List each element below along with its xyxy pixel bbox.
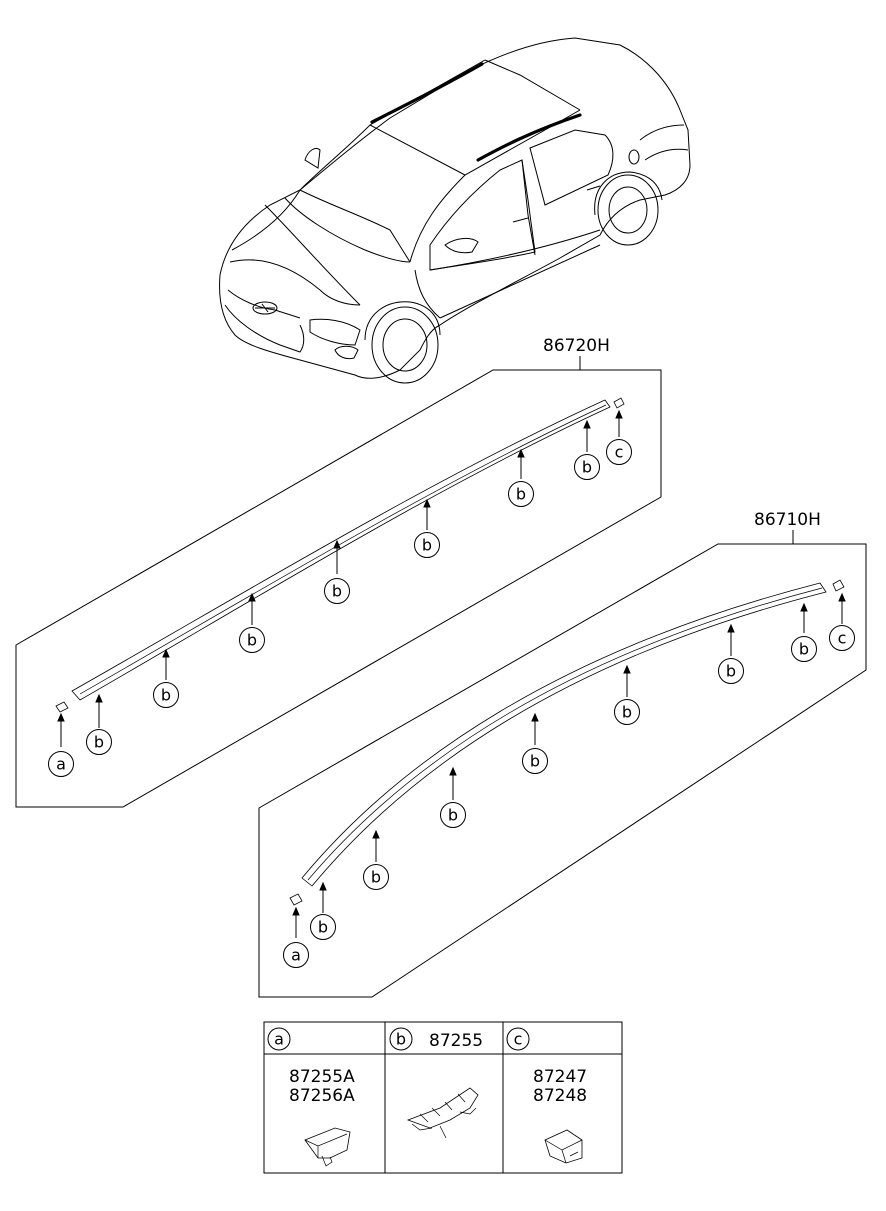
legend-cell-c: c 87247 87248 — [506, 1027, 587, 1164]
svg-text:b: b — [582, 458, 592, 477]
svg-text:b: b — [799, 640, 809, 659]
svg-text:c: c — [615, 443, 624, 462]
svg-text:b: b — [396, 1030, 406, 1049]
svg-text:b: b — [726, 662, 736, 681]
svg-text:c: c — [514, 1030, 523, 1049]
svg-text:b: b — [530, 752, 540, 771]
roof-moulding-strip — [71, 399, 611, 701]
callout-b: b — [310, 914, 336, 940]
legend-part-number: 87255A — [289, 1067, 355, 1087]
svg-text:c: c — [838, 629, 847, 648]
legend-part-number: 87247 — [533, 1067, 587, 1087]
legend-callout-c: c — [506, 1027, 530, 1051]
clip-a-part — [55, 701, 69, 713]
callout-b: b — [153, 682, 179, 708]
svg-text:b: b — [516, 485, 526, 504]
callout-a: a — [283, 942, 309, 968]
legend-part-number: 87248 — [533, 1086, 587, 1106]
clip-c-icon — [544, 1129, 583, 1164]
svg-text:a: a — [56, 755, 66, 774]
callout-b: b — [791, 636, 817, 662]
roof-moulding-strip — [301, 582, 827, 887]
assembly-frame — [258, 543, 867, 998]
svg-text:b: b — [622, 703, 632, 722]
part-number-label: 86720H — [543, 336, 610, 356]
legend-part-number: 87256A — [289, 1086, 355, 1106]
callout-b: b — [363, 864, 389, 890]
callout-b: b — [414, 532, 440, 558]
callout-c: c — [606, 439, 632, 465]
svg-text:b: b — [448, 806, 458, 825]
svg-text:b: b — [161, 686, 171, 705]
car-illustration — [219, 37, 691, 384]
svg-text:b: b — [247, 631, 257, 650]
callout-a: a — [48, 751, 74, 777]
fastener-arrows — [57, 409, 623, 747]
assembly-86720h: 86720H a b b b b b b b c — [15, 336, 662, 808]
svg-text:b: b — [332, 582, 342, 601]
legend-part-number: 87255 — [429, 1031, 483, 1051]
callout-b: b — [522, 748, 548, 774]
part-number-label: 86710H — [754, 510, 821, 530]
legend-table: a 87255A 87256A b 87255 c 87247 — [263, 1021, 623, 1174]
clip-a-icon — [304, 1127, 351, 1167]
legend-cell-b: b 87255 — [389, 1027, 483, 1139]
callout-b: b — [324, 578, 350, 604]
svg-text:a: a — [274, 1030, 284, 1049]
fastener-arrows — [292, 592, 846, 938]
legend-callout-b: b — [389, 1027, 413, 1051]
callout-b: b — [614, 699, 640, 725]
assembly-frame — [15, 369, 662, 808]
callout-b: b — [440, 802, 466, 828]
svg-text:b: b — [422, 536, 432, 555]
svg-text:b: b — [318, 918, 328, 937]
svg-text:b: b — [371, 868, 381, 887]
svg-text:a: a — [291, 946, 301, 965]
clip-c-part — [613, 397, 625, 409]
clip-b-icon — [406, 1087, 479, 1139]
callout-b: b — [239, 627, 265, 653]
callout-b: b — [508, 481, 534, 507]
callout-b: b — [86, 729, 112, 755]
callout-b: b — [574, 454, 600, 480]
legend-cell-a: a 87255A 87256A — [267, 1027, 355, 1167]
clip-a-part — [289, 893, 303, 906]
assembly-86710h: 86710H a b b b b b b b c — [258, 510, 867, 998]
clip-c-part — [832, 579, 845, 592]
svg-text:b: b — [94, 733, 104, 752]
legend-callout-a: a — [267, 1027, 291, 1051]
callout-b: b — [718, 658, 744, 684]
callout-c: c — [829, 625, 855, 651]
